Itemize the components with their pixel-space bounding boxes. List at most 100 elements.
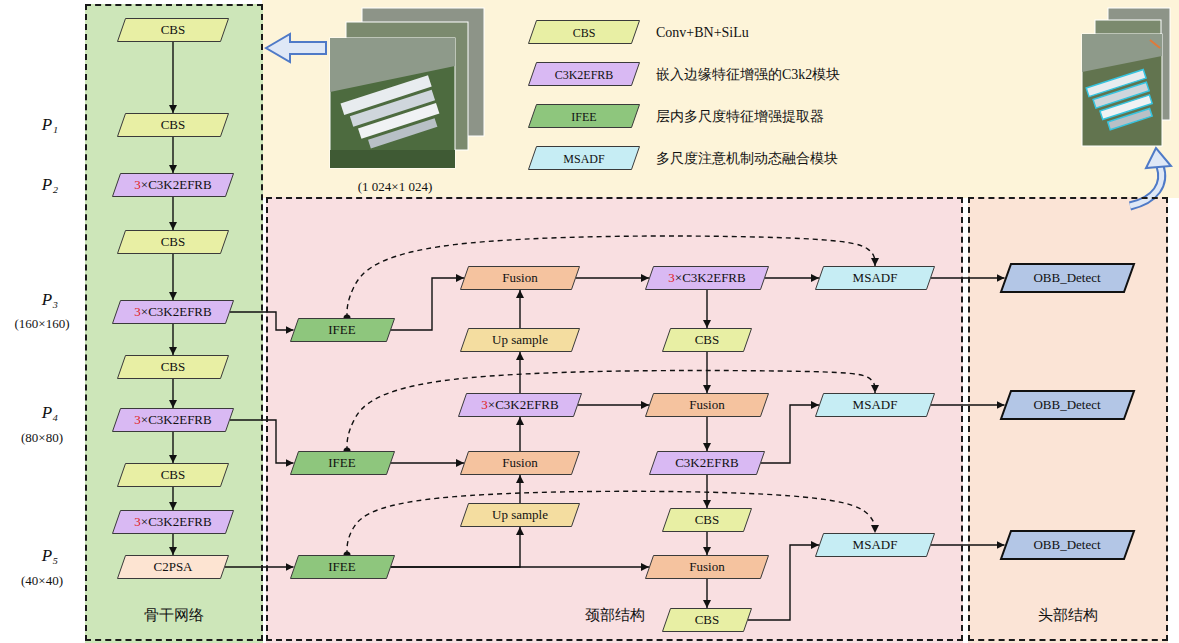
module-core-name: ×C3K2EFRB bbox=[141, 304, 212, 319]
dashed-skip-connector bbox=[344, 236, 876, 322]
connector bbox=[225, 567, 294, 568]
parallelogram-outline bbox=[646, 556, 769, 579]
parallelogram-outline bbox=[1001, 391, 1134, 419]
connector-path bbox=[576, 277, 649, 278]
output-arrow-outline bbox=[1130, 166, 1162, 206]
connector-path bbox=[391, 527, 521, 567]
module-name: C3K2EFRB bbox=[675, 455, 739, 471]
region-panel: 头部结构OBB_DetectOBB_DetectOBB_Detect bbox=[968, 197, 1168, 641]
module-name: OBB_Detect bbox=[1033, 397, 1100, 413]
input-arrow bbox=[266, 34, 326, 62]
legend-swatch-outline bbox=[529, 21, 640, 44]
connector bbox=[173, 324, 174, 355]
parallelogram-outline bbox=[113, 174, 234, 197]
module-box: Fusion bbox=[460, 266, 580, 290]
module-name: IFEE bbox=[328, 322, 355, 338]
free-label: (40×40) bbox=[21, 571, 63, 589]
connector bbox=[707, 417, 708, 451]
parallelogram-outline bbox=[118, 114, 229, 137]
connector-path bbox=[347, 236, 875, 318]
legend-swatch-outline bbox=[529, 147, 640, 170]
connector bbox=[707, 532, 708, 555]
connector-path bbox=[706, 417, 707, 451]
module-name: IFEE bbox=[328, 455, 355, 471]
module-name: CBS bbox=[161, 234, 186, 250]
region-panel: 骨干网络CBSCBS3×C3K2EFRBCBS3×C3K2EFRBCBS3×C3… bbox=[85, 4, 263, 641]
parallelogram-outline bbox=[663, 509, 752, 532]
module-box: C2PSA bbox=[117, 555, 229, 579]
connector-path bbox=[706, 532, 707, 555]
module-box: IFEE bbox=[290, 555, 395, 579]
free-label: (160×160) bbox=[15, 314, 70, 332]
repeat-count: 3 bbox=[134, 514, 141, 529]
module-name: 3×C3K2EFRB bbox=[134, 177, 211, 193]
module-name: Up sample bbox=[492, 332, 548, 348]
module-box: IFEE bbox=[290, 318, 395, 342]
image-layer bbox=[330, 38, 455, 168]
connector-path bbox=[172, 137, 173, 173]
free-label: P₄ bbox=[42, 403, 58, 423]
connector bbox=[707, 290, 708, 328]
connector bbox=[173, 254, 174, 300]
backbone-ground bbox=[85, 4, 263, 643]
panel-title-row: 颈部结构 bbox=[268, 604, 961, 626]
parallelogram-outline bbox=[290, 319, 394, 342]
module-box: OBB_Detect bbox=[1000, 390, 1135, 420]
level-name: P₅ bbox=[42, 546, 58, 565]
module-name: Fusion bbox=[502, 455, 537, 471]
panel-title-row: 骨干网络 bbox=[87, 604, 261, 626]
connector-path bbox=[706, 352, 707, 393]
head-ground bbox=[968, 197, 1168, 643]
module-box: CBS bbox=[117, 18, 229, 42]
legend-text-row: 多尺度注意机制动态融合模块 bbox=[656, 146, 838, 170]
legend-text: Conv+BN+SiLu bbox=[656, 25, 749, 40]
parallelogram-outline bbox=[459, 394, 582, 417]
parallelogram-outline bbox=[646, 394, 769, 417]
free-label: (1 024×1 024) bbox=[358, 177, 433, 195]
connector-path bbox=[706, 475, 707, 508]
free-label: (80×80) bbox=[21, 428, 63, 446]
module-core-name: ×C3K2EFRB bbox=[488, 397, 559, 412]
connector-path bbox=[172, 42, 173, 113]
module-name: IFEE bbox=[328, 559, 355, 575]
legend-swatch-outline bbox=[529, 63, 640, 86]
module-box: MSADF bbox=[815, 266, 935, 290]
connector bbox=[391, 278, 465, 330]
module-name: CBS bbox=[161, 467, 186, 483]
panel-title: 骨干网络 bbox=[144, 607, 204, 623]
parallelogram-outline bbox=[118, 19, 229, 42]
module-core-name: ×C3K2EFRB bbox=[141, 177, 212, 192]
module-box: 3×C3K2EFRB bbox=[458, 393, 582, 417]
legend-text-row: Conv+BN+SiLu bbox=[656, 20, 749, 44]
connector bbox=[391, 527, 521, 567]
module-name: MSADF bbox=[853, 397, 898, 413]
module-name: Fusion bbox=[689, 397, 724, 413]
connector-path bbox=[578, 404, 649, 405]
module-core-name: ×C3K2EFRB bbox=[675, 270, 746, 285]
module-name: Up sample bbox=[492, 507, 548, 523]
connector-path bbox=[519, 352, 520, 393]
module-box: CBS bbox=[117, 230, 229, 254]
legend-sample-name: C3K2EFRB bbox=[555, 68, 614, 82]
dashed-skip-connector bbox=[344, 370, 876, 454]
module-box: OBB_Detect bbox=[1000, 263, 1135, 293]
connector-path bbox=[391, 278, 465, 330]
parallelogram-outline bbox=[461, 452, 580, 475]
connector bbox=[173, 137, 174, 173]
module-box: Up sample bbox=[460, 328, 580, 352]
free-label: P₃ bbox=[42, 290, 58, 310]
parallelogram-outline bbox=[1001, 264, 1134, 292]
legend-text: 嵌入边缘特征增强的C3k2模块 bbox=[656, 67, 840, 82]
connector-path bbox=[519, 475, 520, 503]
repeat-count: 3 bbox=[481, 397, 488, 412]
connector bbox=[520, 417, 521, 451]
module-box: MSADF bbox=[815, 393, 935, 417]
free-label: P₅ bbox=[42, 546, 58, 566]
connector bbox=[576, 278, 649, 279]
connector bbox=[707, 579, 708, 608]
detection-mark bbox=[1150, 40, 1160, 48]
module-name: CBS bbox=[695, 332, 720, 348]
module-core-name: ×C3K2EFRB bbox=[141, 412, 212, 427]
module-name: MSADF bbox=[853, 270, 898, 286]
free-label: MSADF bbox=[563, 149, 604, 167]
